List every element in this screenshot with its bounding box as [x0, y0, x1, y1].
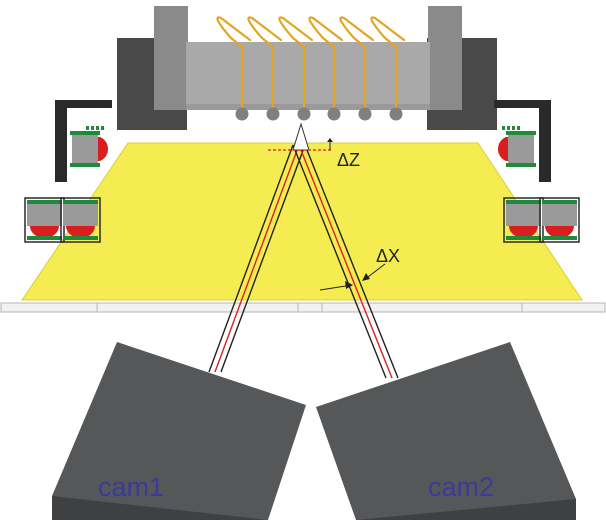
gold-pin-icon	[247, 16, 283, 109]
ray-left-outer	[208, 144, 294, 373]
delta-x-label: ΔX	[376, 246, 400, 266]
delta-z-label: ΔZ	[337, 150, 360, 170]
gold-pin-icon	[339, 16, 375, 109]
gold-pin-icon	[216, 16, 252, 109]
component-body	[186, 42, 430, 110]
right-upper-block	[428, 6, 462, 110]
led-module-icon	[539, 197, 580, 243]
gold-pins	[216, 16, 406, 109]
led-module-icon	[60, 197, 101, 243]
cam2-label: cam2	[428, 472, 494, 502]
solder-ball-icon	[235, 107, 249, 121]
rail-strip	[0, 302, 606, 313]
solder-ball-icon	[297, 107, 311, 121]
solder-ball-icon	[389, 107, 403, 121]
ray-left-red	[214, 144, 300, 373]
optical-rays	[208, 144, 399, 379]
left-upper-block	[154, 6, 188, 110]
camera-1: cam1	[52, 342, 306, 520]
yellow-tray	[21, 142, 583, 301]
gold-pin-icon	[370, 16, 406, 109]
left-led-modules	[24, 197, 101, 243]
right-led-modules	[503, 197, 580, 243]
delta-z-indicator: ΔZ	[268, 138, 360, 170]
solder-ball-icon	[327, 107, 341, 121]
ray-left-inner	[220, 144, 306, 373]
gold-pin-icon	[278, 16, 314, 109]
ray-right-inner	[292, 144, 387, 379]
solder-balls	[235, 107, 403, 121]
ray-right-red	[298, 144, 393, 379]
led-module-icon	[503, 197, 544, 243]
solder-ball-icon	[358, 107, 372, 121]
cam1-label: cam1	[98, 472, 164, 502]
apex-triangle	[292, 122, 310, 151]
gold-pin-icon	[308, 16, 344, 109]
camera-2: cam2	[316, 342, 576, 520]
ray-right-outer	[304, 144, 399, 379]
component-housing	[117, 6, 497, 130]
delta-x-indicator: ΔX	[319, 246, 400, 291]
left-bracket	[55, 100, 112, 182]
right-bracket	[494, 100, 551, 182]
solder-ball-icon	[266, 107, 280, 121]
led-module-icon	[24, 197, 65, 243]
